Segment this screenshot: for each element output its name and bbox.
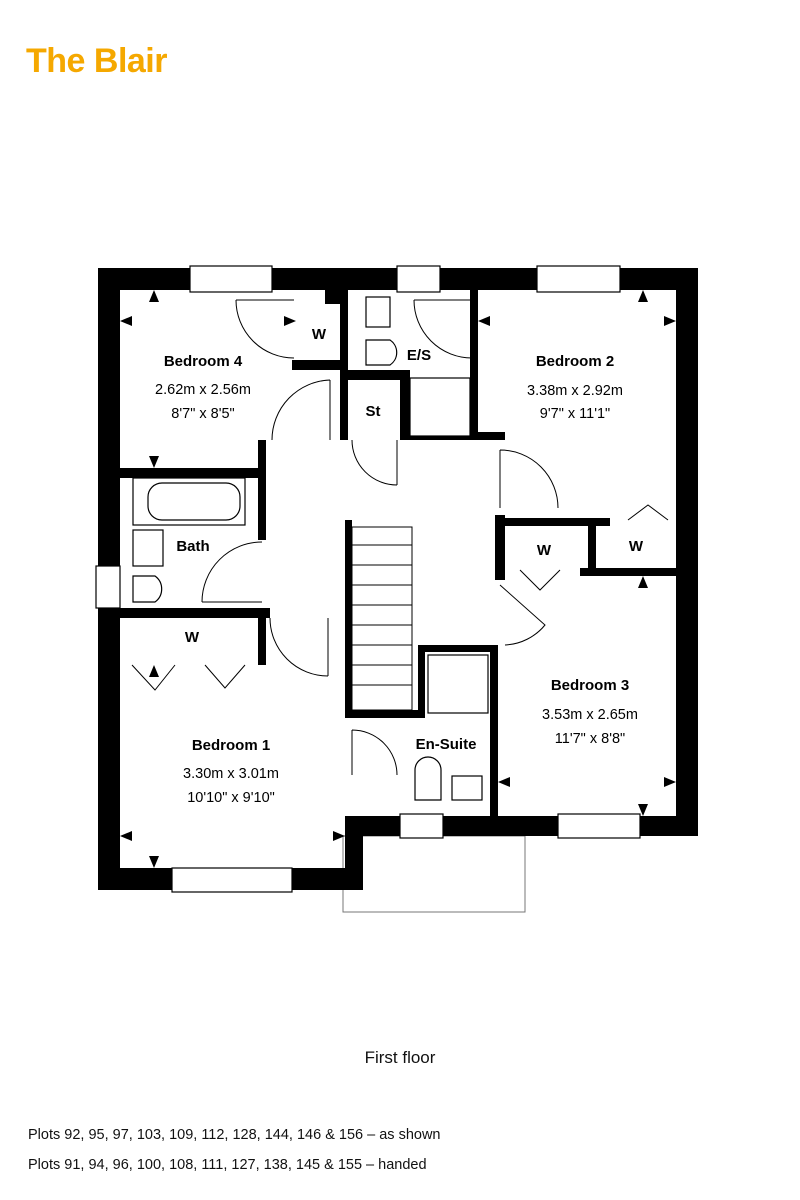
- room-bedroom4: Bedroom 4 2.62m x 2.56m 8'7" x 8'5": [155, 353, 251, 422]
- bath-sink: [132, 529, 164, 567]
- room-metric: 3.38m x 2.92m: [527, 383, 623, 399]
- room-imperial: 10'10" x 9'10": [187, 790, 275, 806]
- ensuite-sink: [451, 775, 483, 801]
- bath-toilet: [132, 575, 163, 603]
- wardrobe-label: W: [312, 326, 327, 343]
- room-name: Bedroom 4: [164, 353, 243, 370]
- room-metric: 3.30m x 3.01m: [183, 766, 279, 782]
- floor-plan: Bedroom 4 2.62m x 2.56m 8'7" x 8'5" Bedr…: [95, 265, 698, 913]
- es-toilet: [365, 339, 398, 366]
- window: [536, 265, 621, 293]
- windows: [95, 265, 641, 893]
- measure-arrows: [120, 290, 676, 868]
- room-name: Bedroom 1: [192, 737, 270, 754]
- wardrobe-label: W: [537, 542, 552, 559]
- doors: [131, 299, 669, 776]
- room-metric: 2.62m x 2.56m: [155, 382, 251, 398]
- room-bedroom1: Bedroom 1 3.30m x 3.01m 10'10" x 9'10": [183, 737, 279, 806]
- floor-label: First floor: [364, 1048, 436, 1067]
- fixtures: [132, 296, 489, 801]
- window: [189, 265, 273, 293]
- es-sink: [365, 296, 391, 328]
- es-shower: [409, 377, 471, 437]
- ensuite-shower: [427, 654, 489, 714]
- room-imperial: 11'7" x 8'8": [555, 731, 625, 747]
- window: [171, 867, 293, 893]
- window: [557, 813, 641, 839]
- room-imperial: 9'7" x 11'1": [540, 406, 610, 422]
- staircase: [351, 526, 413, 711]
- room-name: Bedroom 3: [551, 677, 629, 694]
- plots-as-shown: Plots 92, 95, 97, 103, 109, 112, 128, 14…: [28, 1127, 441, 1143]
- plots-handed: Plots 91, 94, 96, 100, 108, 111, 127, 13…: [28, 1157, 427, 1173]
- bathtub-basin: [147, 482, 241, 521]
- room-bedroom3: Bedroom 3 3.53m x 2.65m 11'7" x 8'8": [542, 677, 638, 747]
- room-metric: 3.53m x 2.65m: [542, 707, 638, 723]
- room-bath: Bath: [176, 538, 209, 555]
- window: [399, 813, 444, 839]
- window: [396, 265, 441, 293]
- ensuite-toilet: [414, 756, 442, 801]
- window: [95, 565, 121, 609]
- page-title: The Blair: [26, 42, 167, 80]
- room-bedroom2: Bedroom 2 3.38m x 2.92m 9'7" x 11'1": [527, 353, 623, 422]
- room-store: St: [366, 403, 381, 420]
- wardrobe-label: W: [629, 538, 644, 555]
- room-name: Bedroom 2: [536, 353, 614, 370]
- room-es: E/S: [407, 347, 431, 364]
- wardrobe-label: W: [185, 629, 200, 646]
- porch-outline: [342, 835, 526, 913]
- room-ensuite: En-Suite: [416, 736, 477, 753]
- room-imperial: 8'7" x 8'5": [171, 406, 234, 422]
